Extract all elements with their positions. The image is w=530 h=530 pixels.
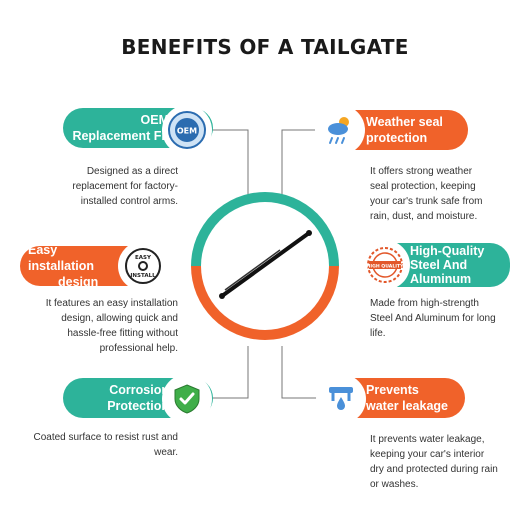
high-quality-stamp-icon: HIGH QUALITY [362,242,408,288]
badge-text: OEM [177,127,197,136]
oem-seal-icon: OEM [164,107,210,153]
benefit-oem-description: Designed as a direct replacement for fac… [72,166,178,207]
benefit-label: Corrosion [109,383,169,397]
benefit-high-quality-description: Made from high-strength Steel And Alumin… [370,298,496,339]
benefit-label: Easy installation [28,243,94,273]
benefit-label: Prevents [366,383,419,397]
benefit-label: Steel And [410,258,468,272]
page-title: BENEFITS OF A TAILGATE [121,35,409,59]
easy-install-icon: EASY INSTALL [120,243,166,289]
shield-check-icon [164,376,210,422]
svg-text:INSTALL: INSTALL [130,273,156,279]
benefit-label: design [58,275,99,289]
svg-text:EASY: EASY [135,255,152,261]
benefit-weather-description: It offers strong weather seal protection… [370,166,483,222]
benefit-water-description: It prevents water leakage, keeping your … [370,434,498,490]
weather-icon [317,107,363,153]
benefit-easy-install-description: It features an easy installation design,… [45,298,178,354]
benefit-label: Replacement Fit [72,129,169,143]
benefit-label: OEM [140,113,169,127]
benefit-label: Protection [107,399,169,413]
gas-strut-image [219,230,312,299]
svg-text:HIGH QUALITY: HIGH QUALITY [367,264,405,270]
benefit-corrosion-description: Coated surface to resist rust and wear. [33,432,178,458]
benefit-label: Aluminum [410,272,472,286]
water-drop-icon [318,376,364,422]
benefit-label: water leakage [366,399,448,413]
benefit-label: Weather seal [366,115,443,129]
benefit-label: protection [366,131,428,145]
benefit-label: High-Quality [410,244,485,258]
